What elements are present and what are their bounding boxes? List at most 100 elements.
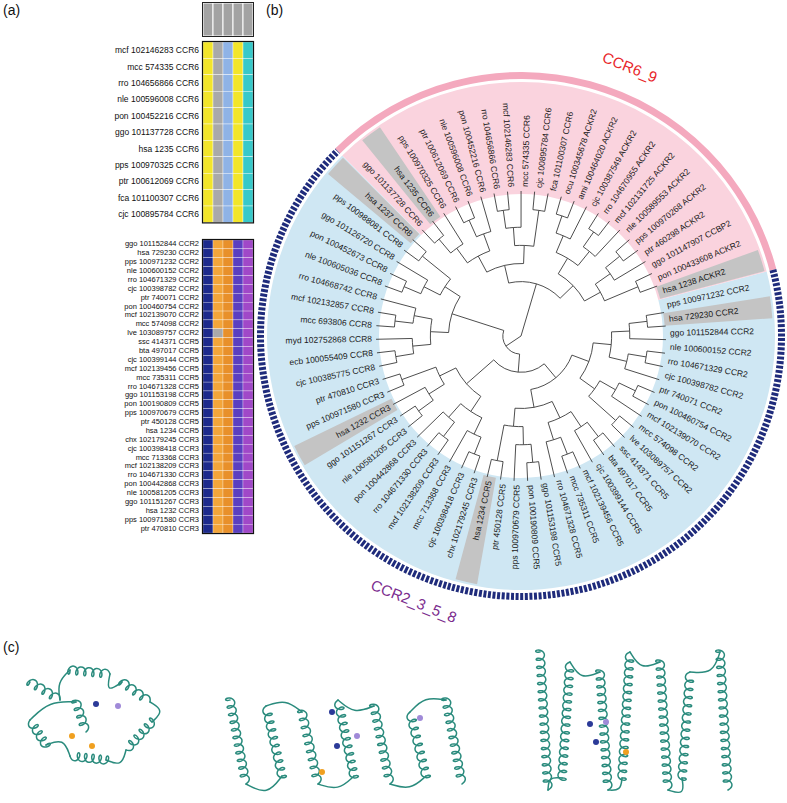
sequence-name: rro 104671330 CCR3 [128,472,199,480]
residue-cell [243,515,253,524]
residue-cell [243,364,253,373]
header-frame [203,3,254,37]
tree-branch [513,228,524,246]
residue-cell [233,338,243,347]
clade-sector [342,82,766,300]
residue-cell [233,355,243,364]
residue-cell [233,426,243,435]
tree-branch [646,313,664,322]
helix-ribbon [263,706,286,778]
sequence-name: mcf 102146283 CCR6 [115,46,199,55]
residue-cell [213,276,223,285]
residue-cell [203,453,213,462]
residue-dot [319,769,325,775]
residue-cell [213,355,223,364]
residue-cell [203,258,213,267]
sequence-name: rro 104656866 CCR6 [118,79,199,88]
residue-cell [203,276,213,285]
residue-cell [203,140,213,156]
tree-branch [506,346,520,372]
residue-cell [223,329,233,338]
residue-cell [223,471,233,480]
tree-branch [556,197,562,216]
residue-cell [203,284,213,293]
helix-ribbon [30,702,76,720]
tree-branch [438,436,448,454]
residue-cell [233,329,243,338]
leaf-label: pps 100970679 CCR5 [510,485,521,569]
tree-branch [536,284,573,298]
helix-ribbon [246,776,282,790]
tree-branch [523,444,532,462]
residue-cell [213,506,223,515]
sequence-name: hsa 1232 CCR3 [146,507,199,515]
residue-cell [203,373,213,382]
clade-sectors [267,72,776,590]
tree-branch [478,256,504,272]
tree-branch [546,440,554,477]
residue-cell [223,190,233,206]
tree-branch [471,411,482,434]
tree-branch [430,314,452,333]
residue-dot [329,709,335,715]
residue-cell [243,373,253,382]
residue-cell [243,173,253,189]
tree-branch [611,331,629,345]
tree-branch [433,221,444,239]
helix-ribbon [27,680,60,700]
sequence-name: hsa 729230 CCR2 [137,250,199,258]
residue-cell [233,75,243,91]
residue-cell [223,58,233,74]
residue-cell [203,206,213,222]
residue-cell [223,400,233,409]
residue-cell [243,206,253,222]
residue-cell [243,157,253,173]
residue-cell [213,190,223,206]
tree-branch [568,251,590,265]
tree-branch [413,332,431,346]
sequence-name: nle 100596008 CCR6 [117,95,199,104]
sequence-name: ptr 470810 CCR3 [141,525,199,533]
tree-branch [474,434,481,454]
sequence-name: ggo 101152844 CCR2 [125,241,199,249]
residue-cell [233,444,243,453]
sequence-name: cjc 100399144 CCR5 [128,356,199,364]
residue-cell [203,409,213,418]
residue-cell [223,462,233,471]
residue-cell [233,206,243,222]
residue-dot [623,749,629,755]
leaf-label: myd 102752868 CCR8 [285,335,372,345]
tree-branch [600,287,638,301]
tree-branch [556,355,589,378]
tree-branch [505,265,537,283]
helix-ribbon [370,704,394,784]
tree-branch [647,321,666,327]
sequence-name: pon 100460754 CCR2 [124,303,199,311]
residue-cell [203,42,213,58]
residue-cell [223,302,233,311]
helix-ribbon [716,650,732,790]
residue-cell [203,108,213,124]
residue-cell [213,418,223,427]
helix-ribbon [335,700,359,778]
residue-cell [223,435,233,444]
residue-cell [223,42,233,58]
residue-cell [233,364,243,373]
tree-branch [443,417,454,436]
residue-cell [243,471,253,480]
residue-cell [233,157,243,173]
clade-ring [260,151,781,597]
residue-cell [233,382,243,391]
residue-cell [203,400,213,409]
residue-cell [243,524,253,533]
tree-branch [452,314,506,346]
residue-cell [243,190,253,206]
tree-branch [494,194,503,212]
residue-cell [203,293,213,302]
side-view [226,698,466,790]
helix-ribbon [690,652,720,673]
tree-branch [594,437,604,455]
residue-cell [213,391,223,400]
tree-branch [567,452,580,469]
helix-ribbon [318,776,354,788]
